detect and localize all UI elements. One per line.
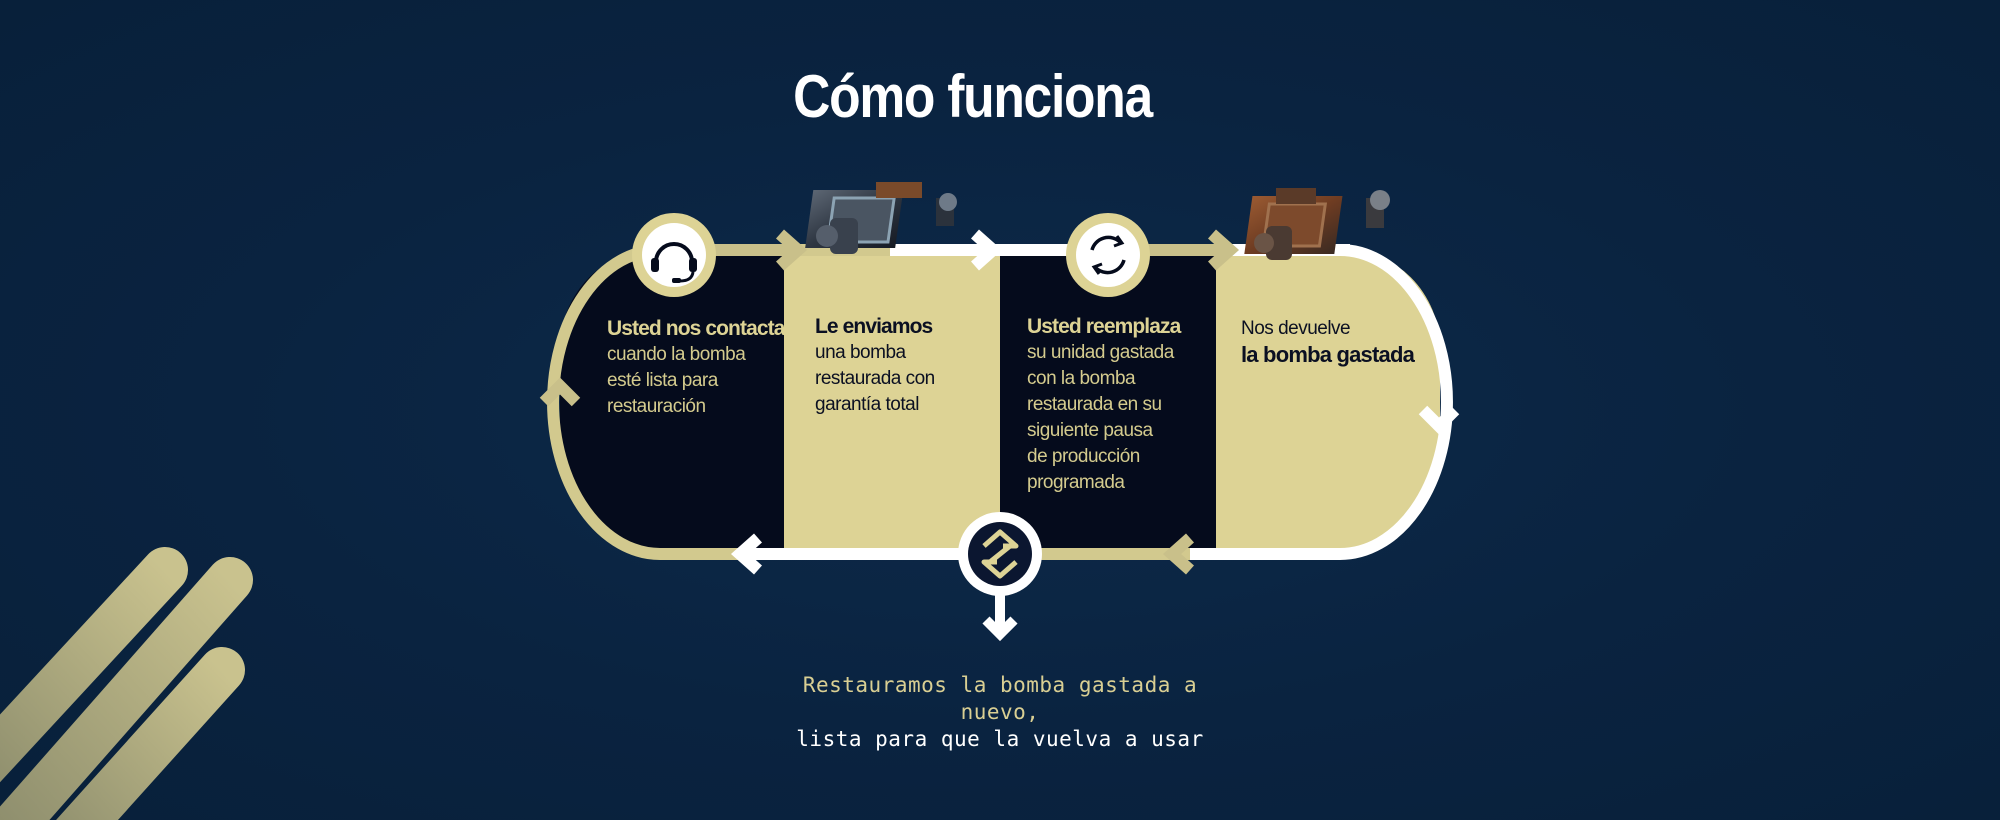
step-3-text: Usted reemplaza su unidad gastada con la…	[1027, 314, 1217, 496]
step-4-heading: la bomba gastada	[1241, 342, 1415, 367]
panel-step-3	[1000, 248, 1216, 552]
step-4-body: Nos devuelve	[1241, 318, 1351, 339]
step-4-text: Nos devuelve la bomba gastada	[1241, 316, 1431, 368]
track-right	[1000, 244, 1453, 560]
arrow-bottom-2	[730, 533, 762, 575]
worn-pump-image	[1244, 188, 1390, 260]
step-3-heading: Usted reemplaza	[1027, 315, 1181, 338]
footer-line-1: Restauramos la bomba gastada a nuevo,	[802, 673, 1198, 724]
decorative-stripes	[0, 547, 253, 820]
panel-step-4	[1216, 248, 1440, 552]
page-title: Cómo funciona	[793, 63, 1153, 130]
step-1-heading: Usted nos contacta	[607, 317, 785, 340]
step-1-text: Usted nos contacta cuando la bomba esté …	[607, 316, 787, 420]
step-2-text: Le enviamos una bomba restaurada con gar…	[815, 314, 995, 418]
track-left	[547, 244, 1000, 560]
arrow-down-to-footer	[982, 616, 1018, 642]
arrow-top-3	[1208, 229, 1240, 271]
arrow-left-up	[539, 377, 581, 407]
arrow-top-2	[971, 229, 1003, 271]
arrow-top-1	[776, 229, 808, 271]
cycle-arrows-icon	[1066, 213, 1150, 297]
restored-pump-image	[805, 182, 957, 254]
brand-logo-icon	[958, 512, 1042, 596]
headset-icon	[632, 213, 716, 297]
arrow-bottom-1	[1162, 533, 1194, 575]
step-1-body: cuando la bomba esté lista para restaura…	[607, 344, 746, 417]
panels-group	[560, 248, 1440, 552]
footer-caption: Restauramos la bomba gastada a nuevo, li…	[760, 672, 1240, 753]
panel-step-1	[560, 248, 784, 552]
step-2-body: una bomba restaurada con garantía total	[815, 342, 935, 415]
footer-line-2: lista para que la vuelva a usar	[796, 727, 1204, 751]
arrow-right-down	[1418, 405, 1460, 435]
step-2-heading: Le enviamos	[815, 315, 933, 338]
step-3-body: su unidad gastada con la bomba restaurad…	[1027, 342, 1174, 493]
panel-step-2	[784, 248, 1000, 552]
